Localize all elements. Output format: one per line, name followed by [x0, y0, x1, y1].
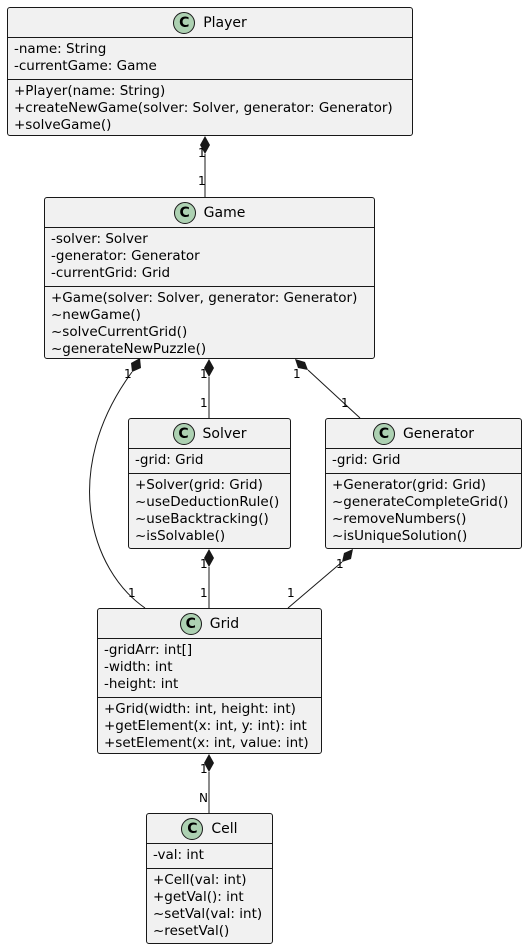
method: ~newGame(): [51, 307, 141, 323]
composition-diamond: [295, 359, 308, 370]
composition-diamond: [204, 549, 214, 567]
relation-solver-grid: [204, 549, 214, 608]
class-game[interactable]: C Game -solver: Solver -generator: Gener…: [44, 197, 375, 359]
method: +Solver(grid: Grid): [135, 477, 263, 493]
composition-diamond: [204, 754, 214, 772]
composition-diamond: [204, 359, 214, 377]
mult-solver-grid-from: 1: [200, 557, 208, 571]
class-grid[interactable]: C Grid -gridArr: int[] -width: int -heig…: [97, 608, 322, 754]
mult-game-grid-to: 1: [128, 586, 136, 600]
mult-generator-grid-from: 1: [336, 557, 344, 571]
class-name: Generator: [402, 425, 475, 442]
composition-diamond: [342, 549, 353, 562]
methods-section: +Grid(width: int, height: int) +getEleme…: [98, 697, 321, 756]
relation-generator-grid: [287, 549, 353, 609]
method: ~isUniqueSolution(): [332, 528, 468, 544]
composition-diamond: [200, 136, 210, 154]
method: +solveGame(): [14, 117, 112, 133]
relation-game-grid: [89, 358, 146, 609]
attributes-section: -solver: Solver -generator: Generator -c…: [45, 228, 374, 286]
mult-player-game-to: 1: [198, 174, 206, 188]
method: ~useBacktracking(): [135, 511, 269, 527]
methods-section: +Generator(grid: Grid) ~generateComplete…: [326, 473, 521, 549]
attribute: -grid: Grid: [332, 452, 401, 468]
class-generator[interactable]: C Generator -grid: Grid +Generator(grid:…: [325, 418, 522, 549]
attribute: -solver: Solver: [51, 231, 148, 247]
class-header: C Solver: [129, 419, 290, 449]
attributes-section: -grid: Grid: [326, 449, 521, 473]
attribute: -val: int: [153, 847, 204, 863]
class-name: Player: [203, 14, 247, 31]
class-header: C Grid: [98, 609, 321, 639]
attributes-section: -gridArr: int[] -width: int -height: int: [98, 639, 321, 697]
method: +Player(name: String): [14, 83, 166, 99]
attributes-section: -name: String -currentGame: Game: [8, 38, 412, 79]
attribute: -width: int: [104, 659, 173, 675]
method: +setElement(x: int, value: int): [104, 735, 309, 751]
class-icon: C: [179, 612, 202, 635]
method: +getElement(x: int, y: int): int: [104, 718, 307, 734]
methods-section: +Solver(grid: Grid) ~useDeductionRule() …: [129, 473, 290, 549]
method: ~resetVal(): [153, 923, 230, 939]
attributes-section: -val: int: [147, 844, 272, 868]
relation-grid-cell: [204, 754, 214, 813]
mult-game-solver-to: 1: [200, 396, 208, 410]
method: ~removeNumbers(): [332, 511, 467, 527]
mult-solver-grid-to: 1: [200, 586, 208, 600]
class-header: C Player: [8, 8, 412, 38]
class-name: Game: [203, 204, 246, 221]
mult-grid-cell-from: 1: [200, 762, 208, 776]
class-name: Solver: [202, 425, 247, 442]
attribute: -grid: Grid: [135, 452, 204, 468]
attributes-section: -grid: Grid: [129, 449, 290, 473]
class-player[interactable]: C Player -name: String -currentGame: Gam…: [7, 7, 413, 136]
class-header: C Cell: [147, 814, 272, 844]
attribute: -gridArr: int[]: [104, 642, 193, 658]
composition-diamond: [131, 358, 141, 372]
attribute: -currentGame: Game: [14, 58, 157, 74]
method: ~generateCompleteGrid(): [332, 494, 509, 510]
methods-section: +Player(name: String) +createNewGame(sol…: [8, 79, 412, 138]
method: +Grid(width: int, height: int): [104, 701, 296, 717]
method: +Cell(val: int): [153, 872, 247, 888]
relation-player-game: [200, 136, 210, 197]
method: ~setVal(val: int): [153, 906, 263, 922]
class-name: Cell: [211, 820, 238, 837]
method: +getVal(): int: [153, 889, 244, 905]
class-icon: C: [172, 422, 195, 445]
mult-player-game-from: 1: [198, 146, 206, 160]
attribute: -name: String: [14, 41, 107, 57]
mult-generator-grid-to: 1: [287, 586, 295, 600]
method: ~generateNewPuzzle(): [51, 341, 207, 357]
mult-game-solver-from: 1: [200, 367, 208, 381]
class-icon: C: [173, 11, 196, 34]
methods-section: +Game(solver: Solver, generator: Generat…: [45, 286, 374, 362]
method: ~isSolvable(): [135, 528, 226, 544]
class-icon: C: [372, 422, 395, 445]
relation-game-generator: [295, 359, 361, 419]
class-name: Grid: [209, 615, 240, 632]
attribute: -height: int: [104, 676, 179, 692]
mult-game-generator-from: 1: [293, 367, 301, 381]
class-solver[interactable]: C Solver -grid: Grid +Solver(grid: Grid)…: [128, 418, 291, 549]
method: +createNewGame(solver: Solver, generator…: [14, 100, 393, 116]
attribute: -currentGrid: Grid: [51, 265, 171, 281]
attribute: -generator: Generator: [51, 248, 200, 264]
mult-grid-cell-to: N: [199, 791, 208, 805]
class-cell[interactable]: C Cell -val: int +Cell(val: int) +getVal…: [146, 813, 273, 944]
method: ~useDeductionRule(): [135, 494, 280, 510]
mult-game-grid-from: 1: [124, 367, 132, 381]
methods-section: +Cell(val: int) +getVal(): int ~setVal(v…: [147, 868, 272, 944]
class-icon: C: [173, 201, 196, 224]
class-header: C Game: [45, 198, 374, 228]
class-header: C Generator: [326, 419, 521, 449]
relation-game-solver: [204, 359, 214, 418]
method: +Generator(grid: Grid): [332, 477, 487, 493]
mult-game-generator-to: 1: [341, 396, 349, 410]
class-icon: C: [181, 817, 204, 840]
method: +Game(solver: Solver, generator: Generat…: [51, 290, 358, 306]
method: ~solveCurrentGrid(): [51, 324, 188, 340]
